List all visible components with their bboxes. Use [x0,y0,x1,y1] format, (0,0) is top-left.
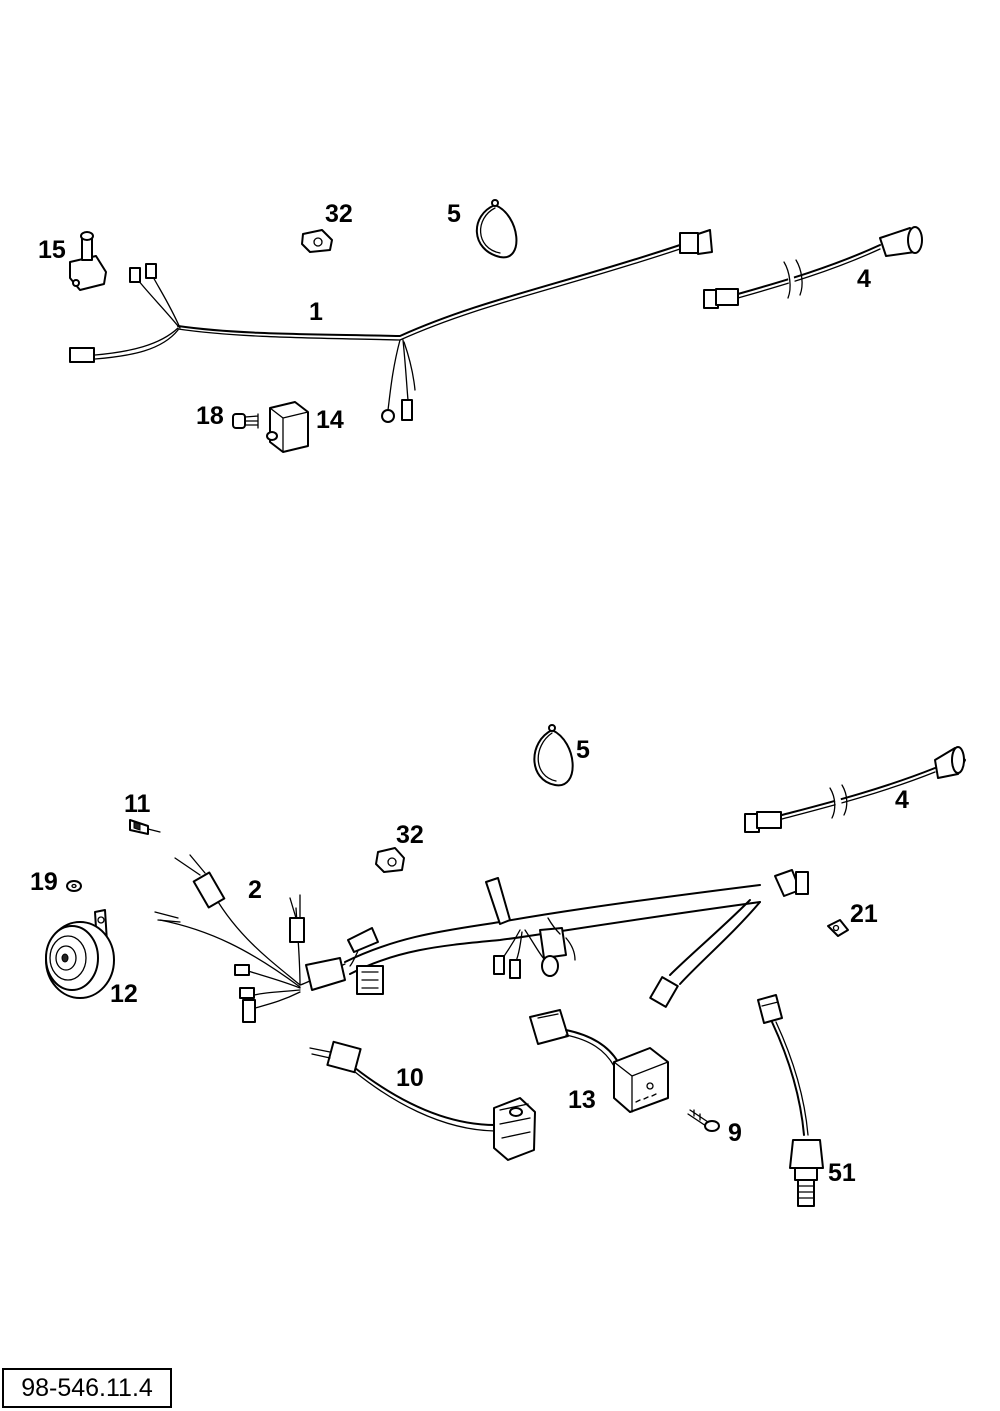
callout-15: 15 [38,236,66,264]
callout-4-top: 4 [857,265,871,293]
screw-part-18 [232,413,259,429]
callout-5-top: 5 [447,200,461,228]
cable-tie-part-5-bottom [533,724,574,787]
diagram-reference-code: 98-546.11.4 [2,1368,172,1408]
callout-32-top: 32 [325,200,353,228]
extension-cable-part-4-top [703,226,923,309]
callout-1: 1 [309,298,323,326]
clip-part-21 [827,919,849,937]
callout-51: 51 [828,1159,856,1187]
relay-part-14 [266,401,309,453]
switch-part-15 [69,231,107,291]
callout-9: 9 [728,1119,742,1147]
regulator-part-13 [529,1009,669,1113]
temp-sensor-part-51 [757,994,824,1207]
handlebar-switch-part-10 [309,1040,536,1161]
harness-part-1 [69,229,713,423]
callout-4-bottom: 4 [895,786,909,814]
callout-14: 14 [316,406,344,434]
cable-tie-part-5-top [475,199,518,259]
callout-2: 2 [248,876,262,904]
callout-13: 13 [568,1086,596,1114]
harness-part-2 [154,854,809,1023]
horn-part-12 [45,909,115,999]
clamp-nut-part-32-top [301,229,333,253]
callout-12: 12 [110,980,138,1008]
callout-32-bottom: 32 [396,821,424,849]
washer-part-19 [66,880,82,892]
callout-5-bottom: 5 [576,736,590,764]
callout-19: 19 [30,868,58,896]
extension-cable-part-4-bottom [744,746,966,833]
bottom-assembly: 5 4 11 32 2 19 21 12 10 13 9 51 [30,724,966,1207]
screw-part-9 [687,1109,720,1132]
callout-10: 10 [396,1064,424,1092]
callout-21: 21 [850,900,878,928]
connector-pin-part-11 [129,819,161,835]
callout-18: 18 [196,402,224,430]
top-assembly: 15 32 5 4 1 18 14 [38,199,923,453]
callout-11: 11 [124,790,151,818]
clamp-nut-part-32-bottom [375,847,405,873]
